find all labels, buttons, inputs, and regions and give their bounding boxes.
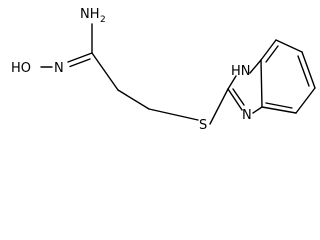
bonds: [40, 23, 316, 125]
amine-subscript: 2: [100, 15, 106, 25]
bond-c-n-double-b: [69, 58, 91, 68]
bond-c7-c6: [275, 39, 303, 53]
bond-c6-c5: [301, 51, 316, 89]
atom-labels: NH 2 N HO S HN N: [11, 7, 252, 133]
bond-c2-n1: [227, 75, 237, 90]
bond-n3-c3a: [252, 106, 263, 114]
bond-ch2-ch2: [117, 89, 150, 110]
bond-c7a-c3a: [260, 59, 263, 108]
bond-c-ch2: [91, 52, 119, 91]
bond-n1-c7a: [249, 59, 262, 74]
oxime-nitrogen-label: N: [54, 61, 64, 76]
bond-ch2-s: [148, 108, 199, 121]
bond-inner-c7a-c7: [265, 45, 279, 63]
molecule-drawing: NH 2 N HO S HN N: [11, 7, 316, 133]
bond-c4-c3a: [261, 106, 297, 114]
sulfur-label: S: [199, 118, 207, 133]
bond-c7a-c7: [260, 39, 277, 61]
bond-c2-n3-outer: [227, 88, 243, 111]
bond-inner-c6-c5: [297, 55, 310, 87]
hydroxyl-label: HO: [11, 61, 31, 76]
bond-inner-c4-c3a: [265, 102, 293, 109]
bond-s-c2: [209, 88, 229, 125]
amine-label: NH: [80, 7, 100, 22]
structure-canvas: NH 2 N HO S HN N: [11, 7, 316, 133]
bond-c2-n3-inner: [232, 88, 245, 106]
bond-c5-c4: [295, 87, 316, 114]
bond-c-n-double-a: [67, 52, 93, 63]
ring-n-label: N: [242, 108, 252, 123]
ring-nh-label: HN: [231, 64, 251, 79]
